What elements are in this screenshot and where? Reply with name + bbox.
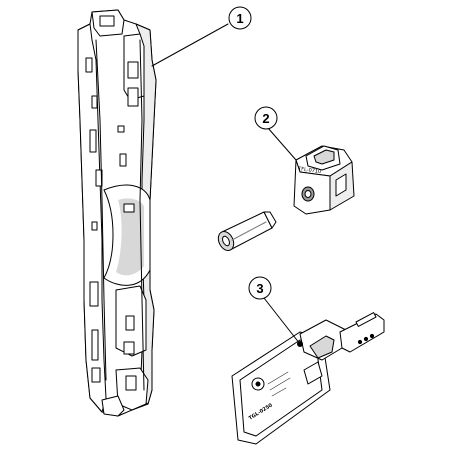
part-1-front-face <box>77 23 107 413</box>
part-1-hole-d <box>95 169 103 187</box>
part-1-wall-hole-1 <box>117 125 125 133</box>
callout-3-leader <box>263 297 301 345</box>
part-1-strike-body <box>77 9 157 417</box>
callout-1-leader <box>151 23 229 67</box>
callout-1-circle <box>228 6 252 30</box>
part-3-template-plate: TGL-0250 <box>231 312 385 445</box>
part-1-top-slot <box>99 15 115 27</box>
part-1-hole-b <box>91 95 98 109</box>
part-3-tongue-hole-1 <box>357 339 363 345</box>
part-2-strike-block: TFL-0710 <box>293 145 355 215</box>
part-1-hole-e <box>91 221 98 231</box>
part-3-tongue-slot <box>355 312 377 327</box>
callout-1-number: 1 <box>236 11 243 26</box>
part-1-wall-hole-2 <box>119 153 127 167</box>
part-3-neck-cutout-2 <box>303 361 323 385</box>
part-3-plate-rim <box>239 339 323 437</box>
cylindrical-pin <box>217 211 277 251</box>
part-3-print-lines <box>267 371 291 397</box>
callout-2: 2 <box>254 106 297 161</box>
part-1-mid-window <box>123 203 135 213</box>
callout-2-leader <box>267 127 297 161</box>
pin-shadow-line <box>231 221 267 241</box>
part-1-lower-window-2 <box>123 341 135 355</box>
part-1-lower-window <box>125 315 135 331</box>
part-1-upper-window <box>127 61 139 79</box>
callout-2-circle <box>254 106 278 130</box>
part-1-cam-shadow <box>116 198 144 276</box>
part-1-bottom-foot <box>101 395 125 417</box>
part-1-hole-c <box>89 129 97 153</box>
part-1-bottom-window <box>125 375 137 391</box>
part-1-hole-a <box>85 57 93 73</box>
part-1-front-edge-line <box>95 39 107 381</box>
pin-tip <box>263 211 277 229</box>
callout-3-number: 3 <box>256 281 263 296</box>
part-2-tab-groove <box>313 149 335 165</box>
part-2-screw-hole-inner <box>304 190 312 198</box>
part-3-tongue <box>339 313 385 353</box>
part-1-hole-h <box>91 367 101 383</box>
callout-1: 1 <box>151 6 252 67</box>
part-3-tongue-hole-2 <box>363 336 369 342</box>
part-2-marking-text: TFL-0710 <box>297 166 322 175</box>
callout-2-number: 2 <box>262 111 269 126</box>
part-1-wall-edge-line <box>139 39 145 391</box>
part-1-upper-window-2 <box>127 87 139 107</box>
part-3-logo-icon-center <box>255 381 261 387</box>
callout-3: 3 <box>248 276 301 345</box>
part-2-side-slot <box>335 173 347 197</box>
part-1-hole-f <box>89 281 99 307</box>
callout-3-circle <box>248 276 272 300</box>
pin-front-end-inner <box>222 235 230 247</box>
part-1-hole-g <box>91 329 99 361</box>
part-3-neck-cutout <box>309 335 335 359</box>
part-3-tongue-hole-3 <box>369 333 375 339</box>
